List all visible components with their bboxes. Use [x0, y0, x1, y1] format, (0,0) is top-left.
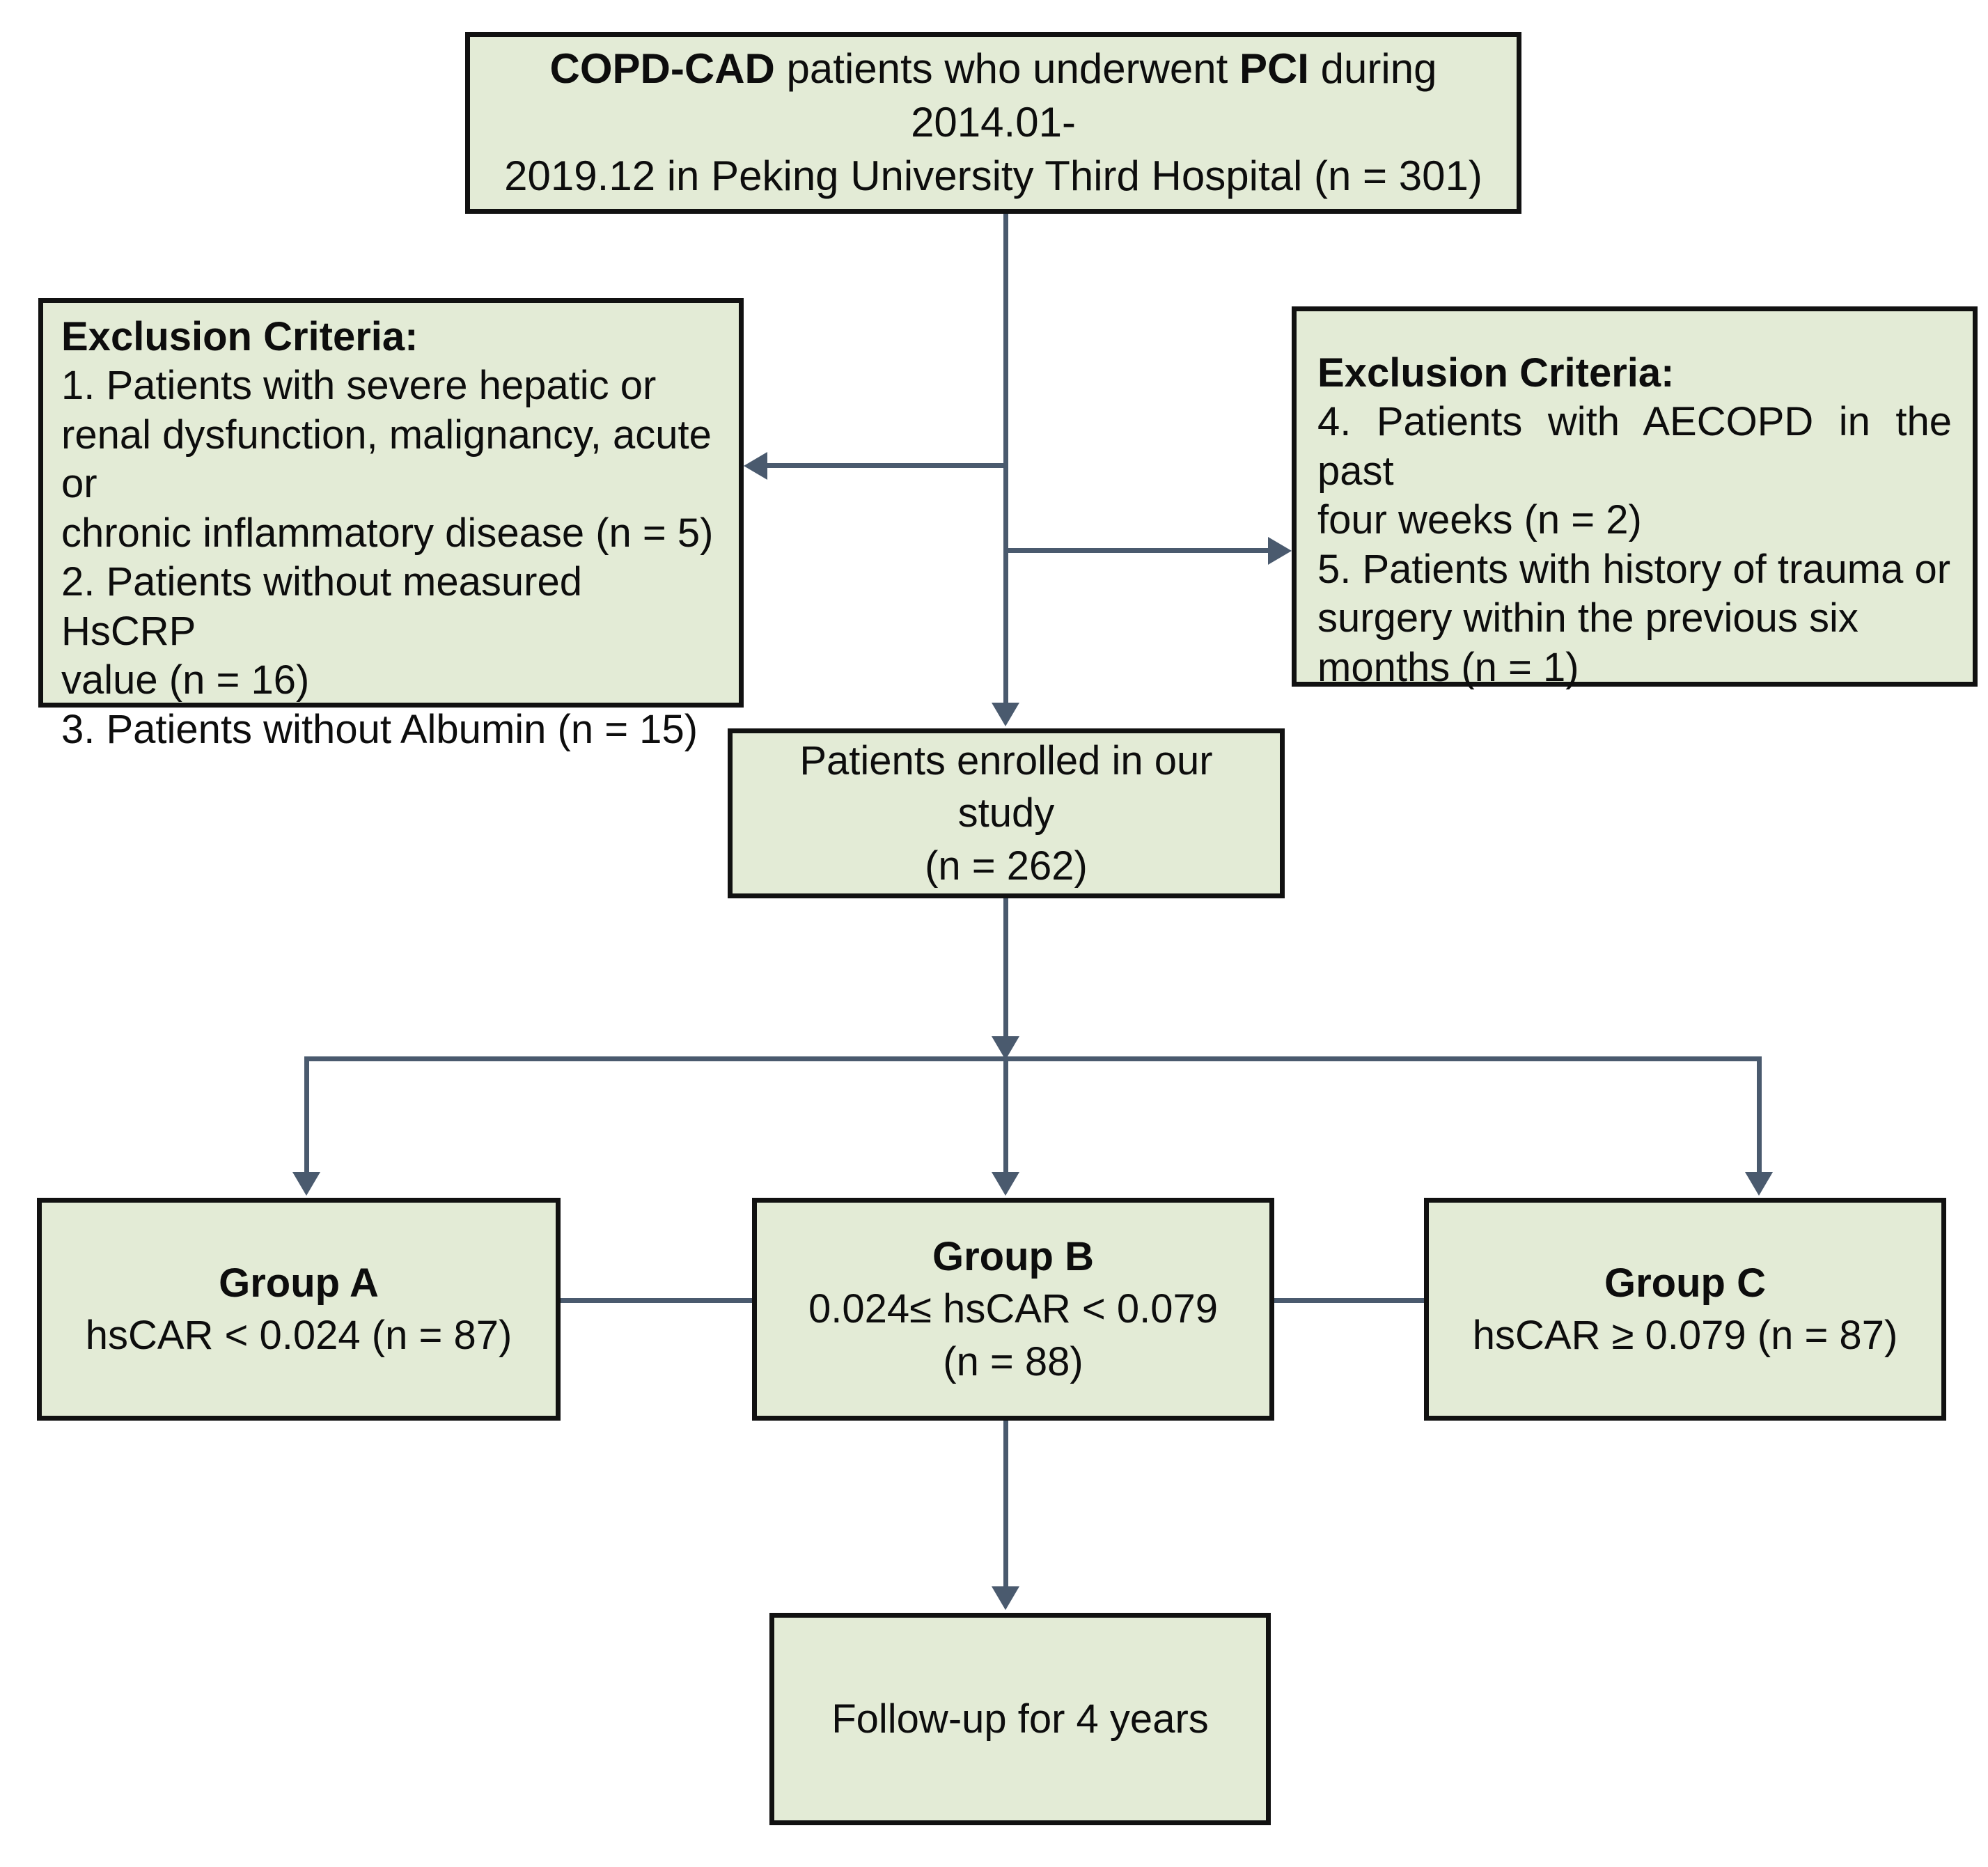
connector-to-right-exclusion [1003, 548, 1268, 553]
exclusion-right-item-4a: 4. Patients with AECOPD in the past [1317, 399, 1952, 494]
exclusion-criteria-right-box: Exclusion Criteria: 4. Patients with AEC… [1292, 306, 1978, 690]
arrowhead-right-exclusion [1268, 537, 1292, 565]
enrolled-label: Patients enrolled in our study [799, 737, 1213, 836]
exclusion-left-item-2a: 2. Patients without measured HsCRP [61, 559, 582, 654]
source-tail-text: during 2014.01- [911, 45, 1437, 146]
group-a-box: Group A hsCAR < 0.024 (n = 87) [37, 1198, 561, 1421]
connector-group-b-to-followup [1003, 1421, 1008, 1588]
arrowhead-group-a [292, 1172, 320, 1196]
group-a-title: Group A [219, 1260, 379, 1306]
group-b-title: Group B [932, 1233, 1094, 1279]
enrolled-count: (n = 262) [925, 843, 1088, 889]
exclusion-left-heading: Exclusion Criteria: [61, 314, 418, 359]
exclusion-left-item-3: 3. Patients without Albumin (n = 15) [61, 706, 698, 752]
arrowhead-group-c [1745, 1172, 1773, 1196]
source-population-box: COPD-CAD patients who underwent PCI duri… [465, 32, 1521, 214]
connector-split-to-group-b [1003, 1056, 1008, 1175]
exclusion-right-heading: Exclusion Criteria: [1317, 350, 1675, 396]
arrowhead-split-junction [992, 1036, 1019, 1060]
exclusion-left-item-1c: chronic inflammatory disease (n = 5) [61, 510, 714, 556]
connector-enrolled-to-split [1003, 898, 1008, 1053]
group-a-criterion: hsCAR < 0.024 (n = 87) [85, 1313, 512, 1358]
source-line-2: 2019.12 in Peking University Third Hospi… [504, 152, 1482, 199]
connector-source-to-enrolled-lower [1003, 463, 1008, 704]
group-c-criterion: hsCAR ≥ 0.079 (n = 87) [1472, 1313, 1898, 1358]
group-c-title: Group C [1604, 1260, 1766, 1306]
source-procedure-label: PCI [1239, 45, 1309, 93]
connector-group-b-to-c [1271, 1298, 1427, 1303]
exclusion-left-item-2b: value (n = 16) [61, 657, 310, 703]
enrolled-patients-box: Patients enrolled in our study (n = 262) [728, 728, 1285, 898]
exclusion-left-item-1a: 1. Patients with severe hepatic or [61, 363, 657, 409]
group-c-box: Group C hsCAR ≥ 0.079 (n = 87) [1424, 1198, 1946, 1421]
arrowhead-left-exclusion [744, 452, 767, 480]
exclusion-right-item-5b: surgery within the previous six [1317, 595, 1858, 641]
source-line-1: COPD-CAD patients who underwent PCI duri… [490, 42, 1497, 150]
connector-split-to-group-a [304, 1056, 309, 1175]
group-b-criterion: 0.024≤ hsCAR < 0.079 [808, 1286, 1219, 1332]
arrowhead-to-enrolled [992, 703, 1019, 726]
arrowhead-followup [992, 1586, 1019, 1610]
group-b-box: Group B 0.024≤ hsCAR < 0.079 (n = 88) [752, 1198, 1274, 1421]
source-cohort-label: COPD-CAD [549, 45, 775, 93]
exclusion-right-item-5a: 5. Patients with history of trauma or [1317, 546, 1951, 592]
group-b-count: (n = 88) [943, 1338, 1083, 1384]
source-mid-text: patients who underwent [774, 45, 1239, 93]
connector-split-to-group-c [1757, 1056, 1762, 1175]
exclusion-right-item-4b: four weeks (n = 2) [1317, 497, 1642, 543]
exclusion-right-item-5c: months (n = 1) [1317, 644, 1579, 690]
exclusion-criteria-left-box: Exclusion Criteria: 1. Patients with sev… [38, 298, 744, 752]
connector-group-distributor-bar [304, 1056, 1762, 1061]
follow-up-label: Follow-up for 4 years [831, 1696, 1209, 1742]
connector-group-a-to-b [557, 1298, 756, 1303]
connector-source-to-enrolled-upper [1003, 214, 1008, 463]
connector-to-left-exclusion [766, 463, 1006, 468]
arrowhead-group-b [992, 1172, 1019, 1196]
follow-up-box: Follow-up for 4 years [769, 1613, 1271, 1825]
exclusion-left-item-1b: renal dysfunction, malignancy, acute or [61, 412, 712, 507]
